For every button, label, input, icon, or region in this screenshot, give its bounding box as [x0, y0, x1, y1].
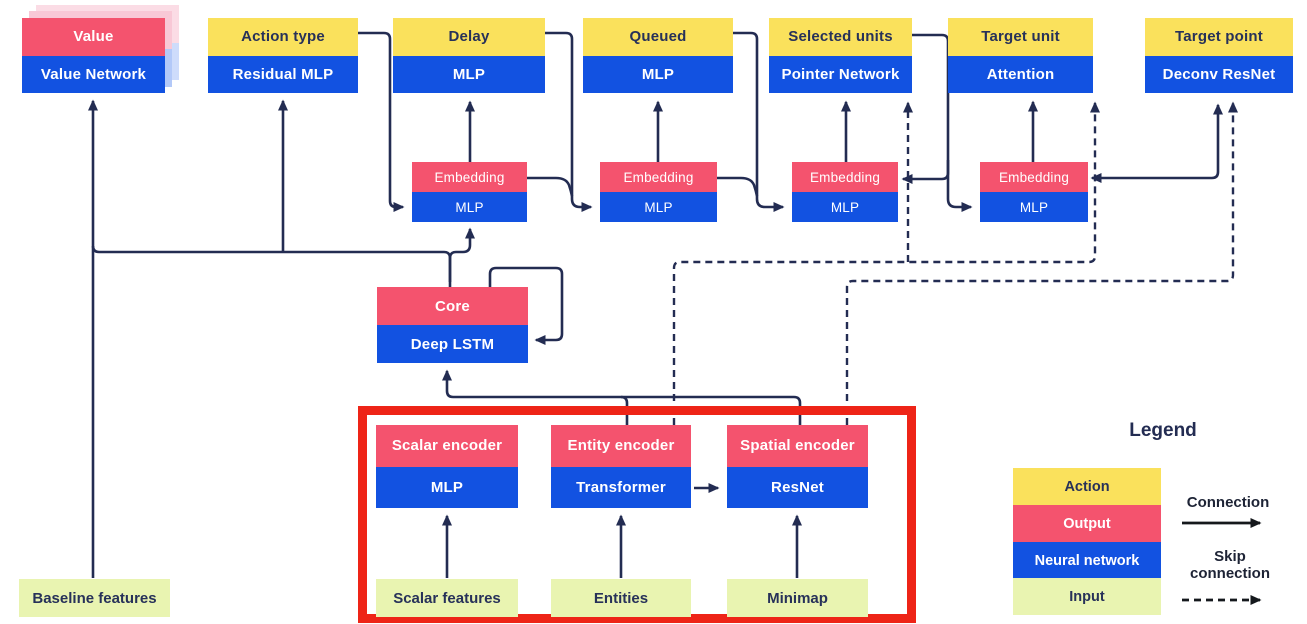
embedding-1: Embedding MLP	[412, 162, 527, 222]
head-queued: Queued MLP	[583, 18, 733, 93]
head-delay-network: MLP	[393, 55, 545, 93]
embedding-2: Embedding MLP	[600, 162, 717, 222]
embedding-4: Embedding MLP	[980, 162, 1088, 222]
input-minimap: Minimap	[727, 579, 868, 617]
spatial-encoder-label: Spatial encoder	[727, 425, 868, 467]
head-target-unit-network: Attention	[948, 55, 1093, 93]
head-value-network: Value Network	[22, 55, 165, 93]
embedding-3-mlp: MLP	[792, 192, 898, 222]
entity-encoder: Entity encoder Transformer	[551, 425, 691, 508]
embedding-3: Embedding MLP	[792, 162, 898, 222]
encoder-highlight-frame	[358, 406, 916, 623]
input-baseline-features: Baseline features	[19, 579, 170, 617]
core-network: Deep LSTM	[377, 325, 528, 363]
head-value-output: Value	[22, 18, 165, 56]
head-target-unit-action: Target unit	[948, 18, 1093, 56]
scalar-encoder-network: MLP	[376, 466, 518, 508]
head-target-point: Target point Deconv ResNet	[1145, 18, 1293, 93]
legend-item-action: Action	[1013, 468, 1161, 505]
embedding-1-mlp: MLP	[412, 192, 527, 222]
legend-title: Legend	[1129, 420, 1197, 441]
embedding-3-label: Embedding	[792, 162, 898, 192]
entity-encoder-network: Transformer	[551, 466, 691, 508]
legend-item-input: Input	[1013, 578, 1161, 615]
head-delay: Delay MLP	[393, 18, 545, 93]
head-action-type-action: Action type	[208, 18, 358, 56]
head-action-type-network: Residual MLP	[208, 55, 358, 93]
embedding-2-label: Embedding	[600, 162, 717, 192]
head-delay-action: Delay	[393, 18, 545, 56]
spatial-encoder-network: ResNet	[727, 466, 868, 508]
connection-line	[88, 31, 1223, 578]
core-label: Core	[377, 287, 528, 325]
embedding-4-label: Embedding	[980, 162, 1088, 192]
legend-connection-label: Connection	[1186, 494, 1270, 511]
input-scalar-features: Scalar features	[376, 579, 518, 617]
head-queued-action: Queued	[583, 18, 733, 56]
legend-item-output: Output	[1013, 505, 1161, 542]
legend-skip-connection-label: Skip connection	[1189, 548, 1270, 582]
head-selected-units-action: Selected units	[769, 18, 912, 56]
skip-connection-line	[672, 101, 1238, 425]
head-target-point-network: Deconv ResNet	[1145, 55, 1293, 93]
head-target-unit: Target unit Attention	[948, 18, 1093, 93]
core-node: Core Deep LSTM	[377, 287, 528, 363]
scalar-encoder: Scalar encoder MLP	[376, 425, 518, 508]
head-selected-units: Selected units Pointer Network	[769, 18, 912, 93]
head-target-point-action: Target point	[1145, 18, 1293, 56]
entity-encoder-label: Entity encoder	[551, 425, 691, 467]
head-action-type: Action type Residual MLP	[208, 18, 358, 93]
input-entities: Entities	[551, 579, 691, 617]
head-value: Value Value Network	[22, 18, 165, 93]
embedding-4-mlp: MLP	[980, 192, 1088, 222]
legend-item-neural-network: Neural network	[1013, 542, 1161, 579]
embedding-1-label: Embedding	[412, 162, 527, 192]
embedding-2-mlp: MLP	[600, 192, 717, 222]
spatial-encoder: Spatial encoder ResNet	[727, 425, 868, 508]
head-selected-units-network: Pointer Network	[769, 55, 912, 93]
head-queued-network: MLP	[583, 55, 733, 93]
scalar-encoder-label: Scalar encoder	[376, 425, 518, 467]
